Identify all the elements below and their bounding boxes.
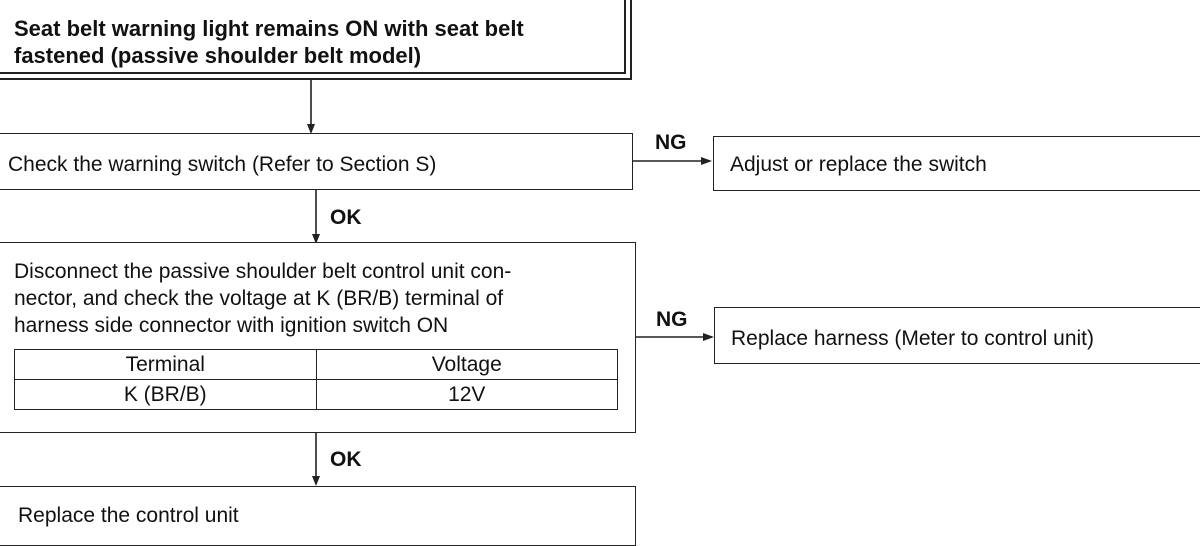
table-header-row: Terminal Voltage [14, 349, 618, 380]
table-header-voltage: Voltage [315, 349, 618, 380]
step1-ng-box [713, 136, 1200, 191]
table-cell-terminal: K (BR/B) [14, 379, 317, 410]
voltage-table: Terminal Voltage K (BR/B) 12V [14, 349, 618, 410]
step1-box [0, 133, 633, 190]
step1-ng-label: NG [655, 131, 687, 154]
step1-text: Check the warning switch (Refer to Secti… [8, 153, 437, 176]
step2-ng-box [714, 307, 1200, 364]
flowchart-title: Seat belt warning light remains ON with … [14, 15, 614, 69]
step1-ok-label: OK [330, 206, 362, 229]
step1-ng-action: Adjust or replace the switch [730, 153, 987, 176]
step2-ng-action: Replace harness (Meter to control unit) [731, 327, 1094, 350]
title-box [0, 0, 632, 80]
arrow-right-icon [703, 333, 714, 341]
step2-line-3: harness side connector with ignition swi… [14, 314, 449, 337]
step2-ng-label: NG [656, 308, 688, 331]
table-row: K (BR/B) 12V [14, 379, 618, 410]
step3-text: Replace the control unit [18, 504, 239, 527]
table-header-terminal: Terminal [14, 349, 317, 380]
arrow-right-icon [701, 157, 712, 165]
arrow-down-icon [312, 476, 320, 486]
title-line-1: Seat belt warning light remains ON with … [14, 16, 524, 41]
step2-ok-label: OK [330, 448, 362, 471]
table-cell-voltage: 12V [315, 379, 618, 410]
arrow-down-icon [307, 124, 315, 134]
step2-line-1: Disconnect the passive shoulder belt con… [14, 260, 512, 283]
step2-line-2: nector, and check the voltage at K (BR/B… [14, 287, 504, 310]
title-box-shadow [0, 0, 626, 74]
title-line-2: fastened (passive shoulder belt model) [14, 43, 422, 68]
arrow-down-icon [312, 234, 320, 244]
